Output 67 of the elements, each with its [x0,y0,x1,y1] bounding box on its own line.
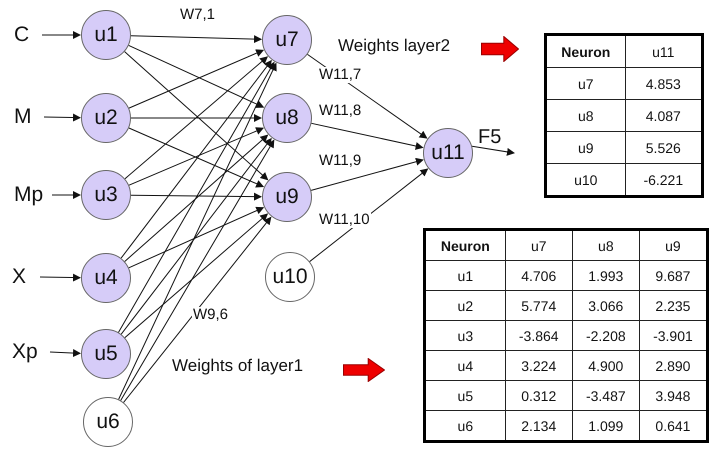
arrow [50,349,81,358]
neuron-cell: u2 [424,290,506,320]
weight-cell: 3.066 [572,290,640,320]
neuron-circle: u5 [81,329,131,379]
arrow [118,62,275,333]
input-label: Xp [12,339,38,365]
neuron-cell: u1 [424,260,506,290]
weight-cell: 3.224 [505,350,572,380]
arrow [40,274,81,282]
neuron-cell: u8 [546,100,626,132]
neuron-circle: u4 [81,253,131,303]
header-cell: Neuron [546,34,626,68]
edge-label: W9,6 [192,307,230,323]
edge-label: W11,8 [318,103,362,119]
weight-cell: 4.706 [505,260,572,290]
arrow [118,62,277,400]
neuron-cell: u7 [546,68,626,100]
header-cell: Neuron [424,230,506,260]
arrow [124,134,268,262]
neuron-cell: u9 [546,132,626,164]
arrow [42,31,81,39]
neuron-cell: u5 [424,380,506,410]
neuron-circle: u6 [83,397,133,447]
weight-cell: 0.312 [505,380,572,410]
arrow [123,216,272,403]
weight-cell: 5.774 [505,290,572,320]
neuron-circle: u2 [81,93,131,143]
neuron-circle: u9 [262,172,312,222]
arrow [310,122,424,150]
arrow [130,35,262,44]
arrow [120,60,272,259]
arrow [124,213,268,338]
header-cell: u7 [505,230,572,260]
arrow [130,192,262,201]
neuron-circle: u3 [81,170,131,220]
weight-cell: -3.487 [572,380,640,410]
weight-cell: 4.900 [572,350,640,380]
weight-cell: -3.864 [505,320,572,350]
weight-cell: 1.993 [572,260,640,290]
table-title: Weights of layer1 [172,356,304,376]
weight-cell: -2.208 [572,320,640,350]
edge-label: W7,1 [179,7,216,23]
input-label: X [12,264,26,290]
arrow [52,191,81,199]
edge-label: W11,10 [318,212,371,228]
neuron-circle: u1 [81,10,131,60]
arrow [120,140,274,401]
neuron-circle: u7 [262,15,312,65]
arrow [310,158,424,191]
input-label: M [14,104,32,130]
header-cell: u8 [572,230,640,260]
arrow [44,114,81,122]
input-label: Mp [14,182,44,208]
arrow [120,138,272,335]
neuron-circle: u11 [423,128,473,178]
neuron-circle: u8 [262,93,312,143]
arrow [130,114,262,122]
edge-label: W11,9 [318,153,362,169]
neuron-cell: u4 [424,350,506,380]
arrow [472,146,515,156]
input-label: C [14,22,30,48]
table-title: Weights layer2 [338,36,450,56]
neuron-cell: u3 [424,320,506,350]
edge-label: W11,7 [318,67,362,83]
neuron-circle: u10 [265,252,315,302]
output-label: F5 [478,126,514,153]
arrow [128,206,264,268]
